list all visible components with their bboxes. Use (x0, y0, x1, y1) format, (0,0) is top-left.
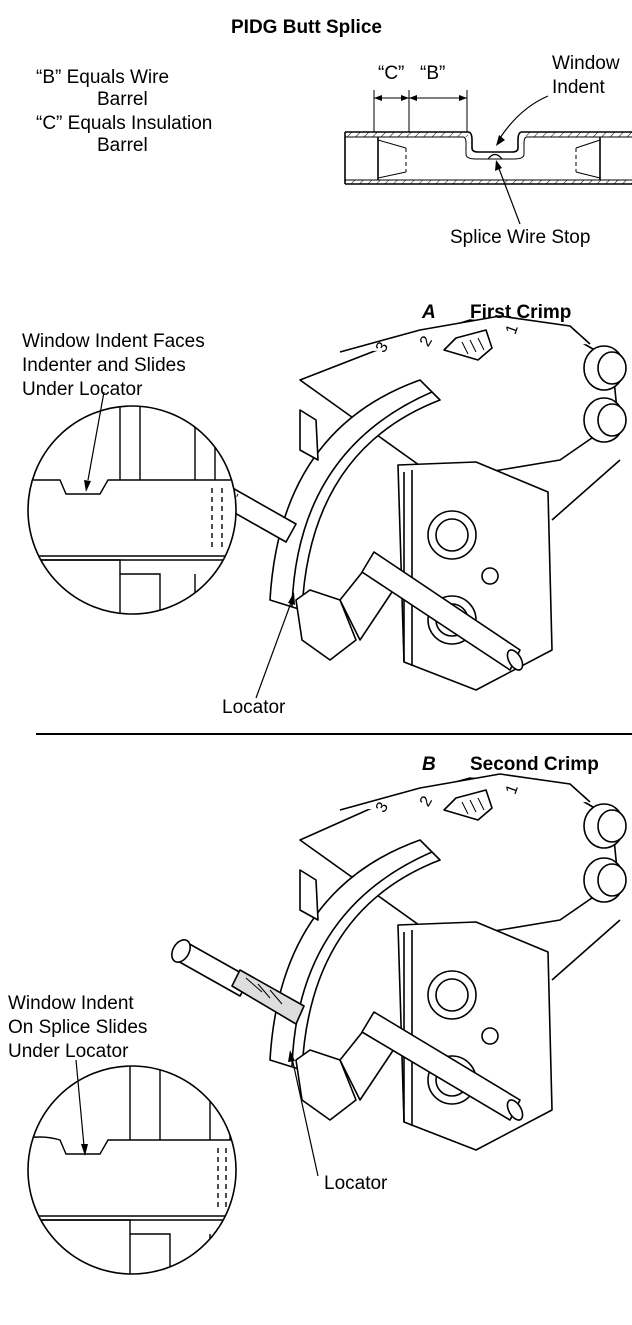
legend-b-line2: Barrel (97, 89, 148, 110)
section-a-note-line3: Under Locator (22, 379, 143, 400)
dimension-b-label: “B” (420, 63, 446, 84)
locator-leader-a (255, 592, 295, 699)
section-b-letter: B (422, 754, 436, 775)
window-indent-label-line1: Window (552, 53, 620, 74)
section-b-heading: Second Crimp (470, 754, 599, 775)
magnifier-a (27, 391, 237, 615)
splice-wire-stop-label: Splice Wire Stop (450, 227, 591, 248)
diagram-title: PIDG Butt Splice (231, 17, 382, 38)
locator-leader-b (288, 1050, 319, 1177)
legend-c-line1: “C” Equals Insulation (36, 113, 213, 134)
section-a-note-line2: Indenter and Slides (22, 355, 186, 376)
legend-c-line2: Barrel (97, 135, 148, 156)
section-a-note-line1: Window Indent Faces (22, 331, 205, 352)
butt-splice-diagram (344, 90, 632, 225)
section-b-note-line1: Window Indent (8, 993, 134, 1014)
section-a-heading: First Crimp (470, 302, 572, 323)
section-b-note-line2: On Splice Slides (8, 1017, 148, 1038)
section-a-locator-label: Locator (222, 697, 286, 718)
legend-b-line1: “B” Equals Wire (36, 67, 170, 88)
crimp-tool-b (171, 773, 627, 1151)
magnifier-b (27, 1059, 237, 1275)
section-a-letter: A (422, 302, 436, 323)
section-b-note-line3: Under Locator (8, 1041, 129, 1062)
window-indent-label-line2: Indent (552, 77, 605, 98)
crimp-tool-a (205, 315, 627, 691)
dimension-c-label: “C” (378, 63, 405, 84)
section-b-locator-label: Locator (324, 1173, 388, 1194)
